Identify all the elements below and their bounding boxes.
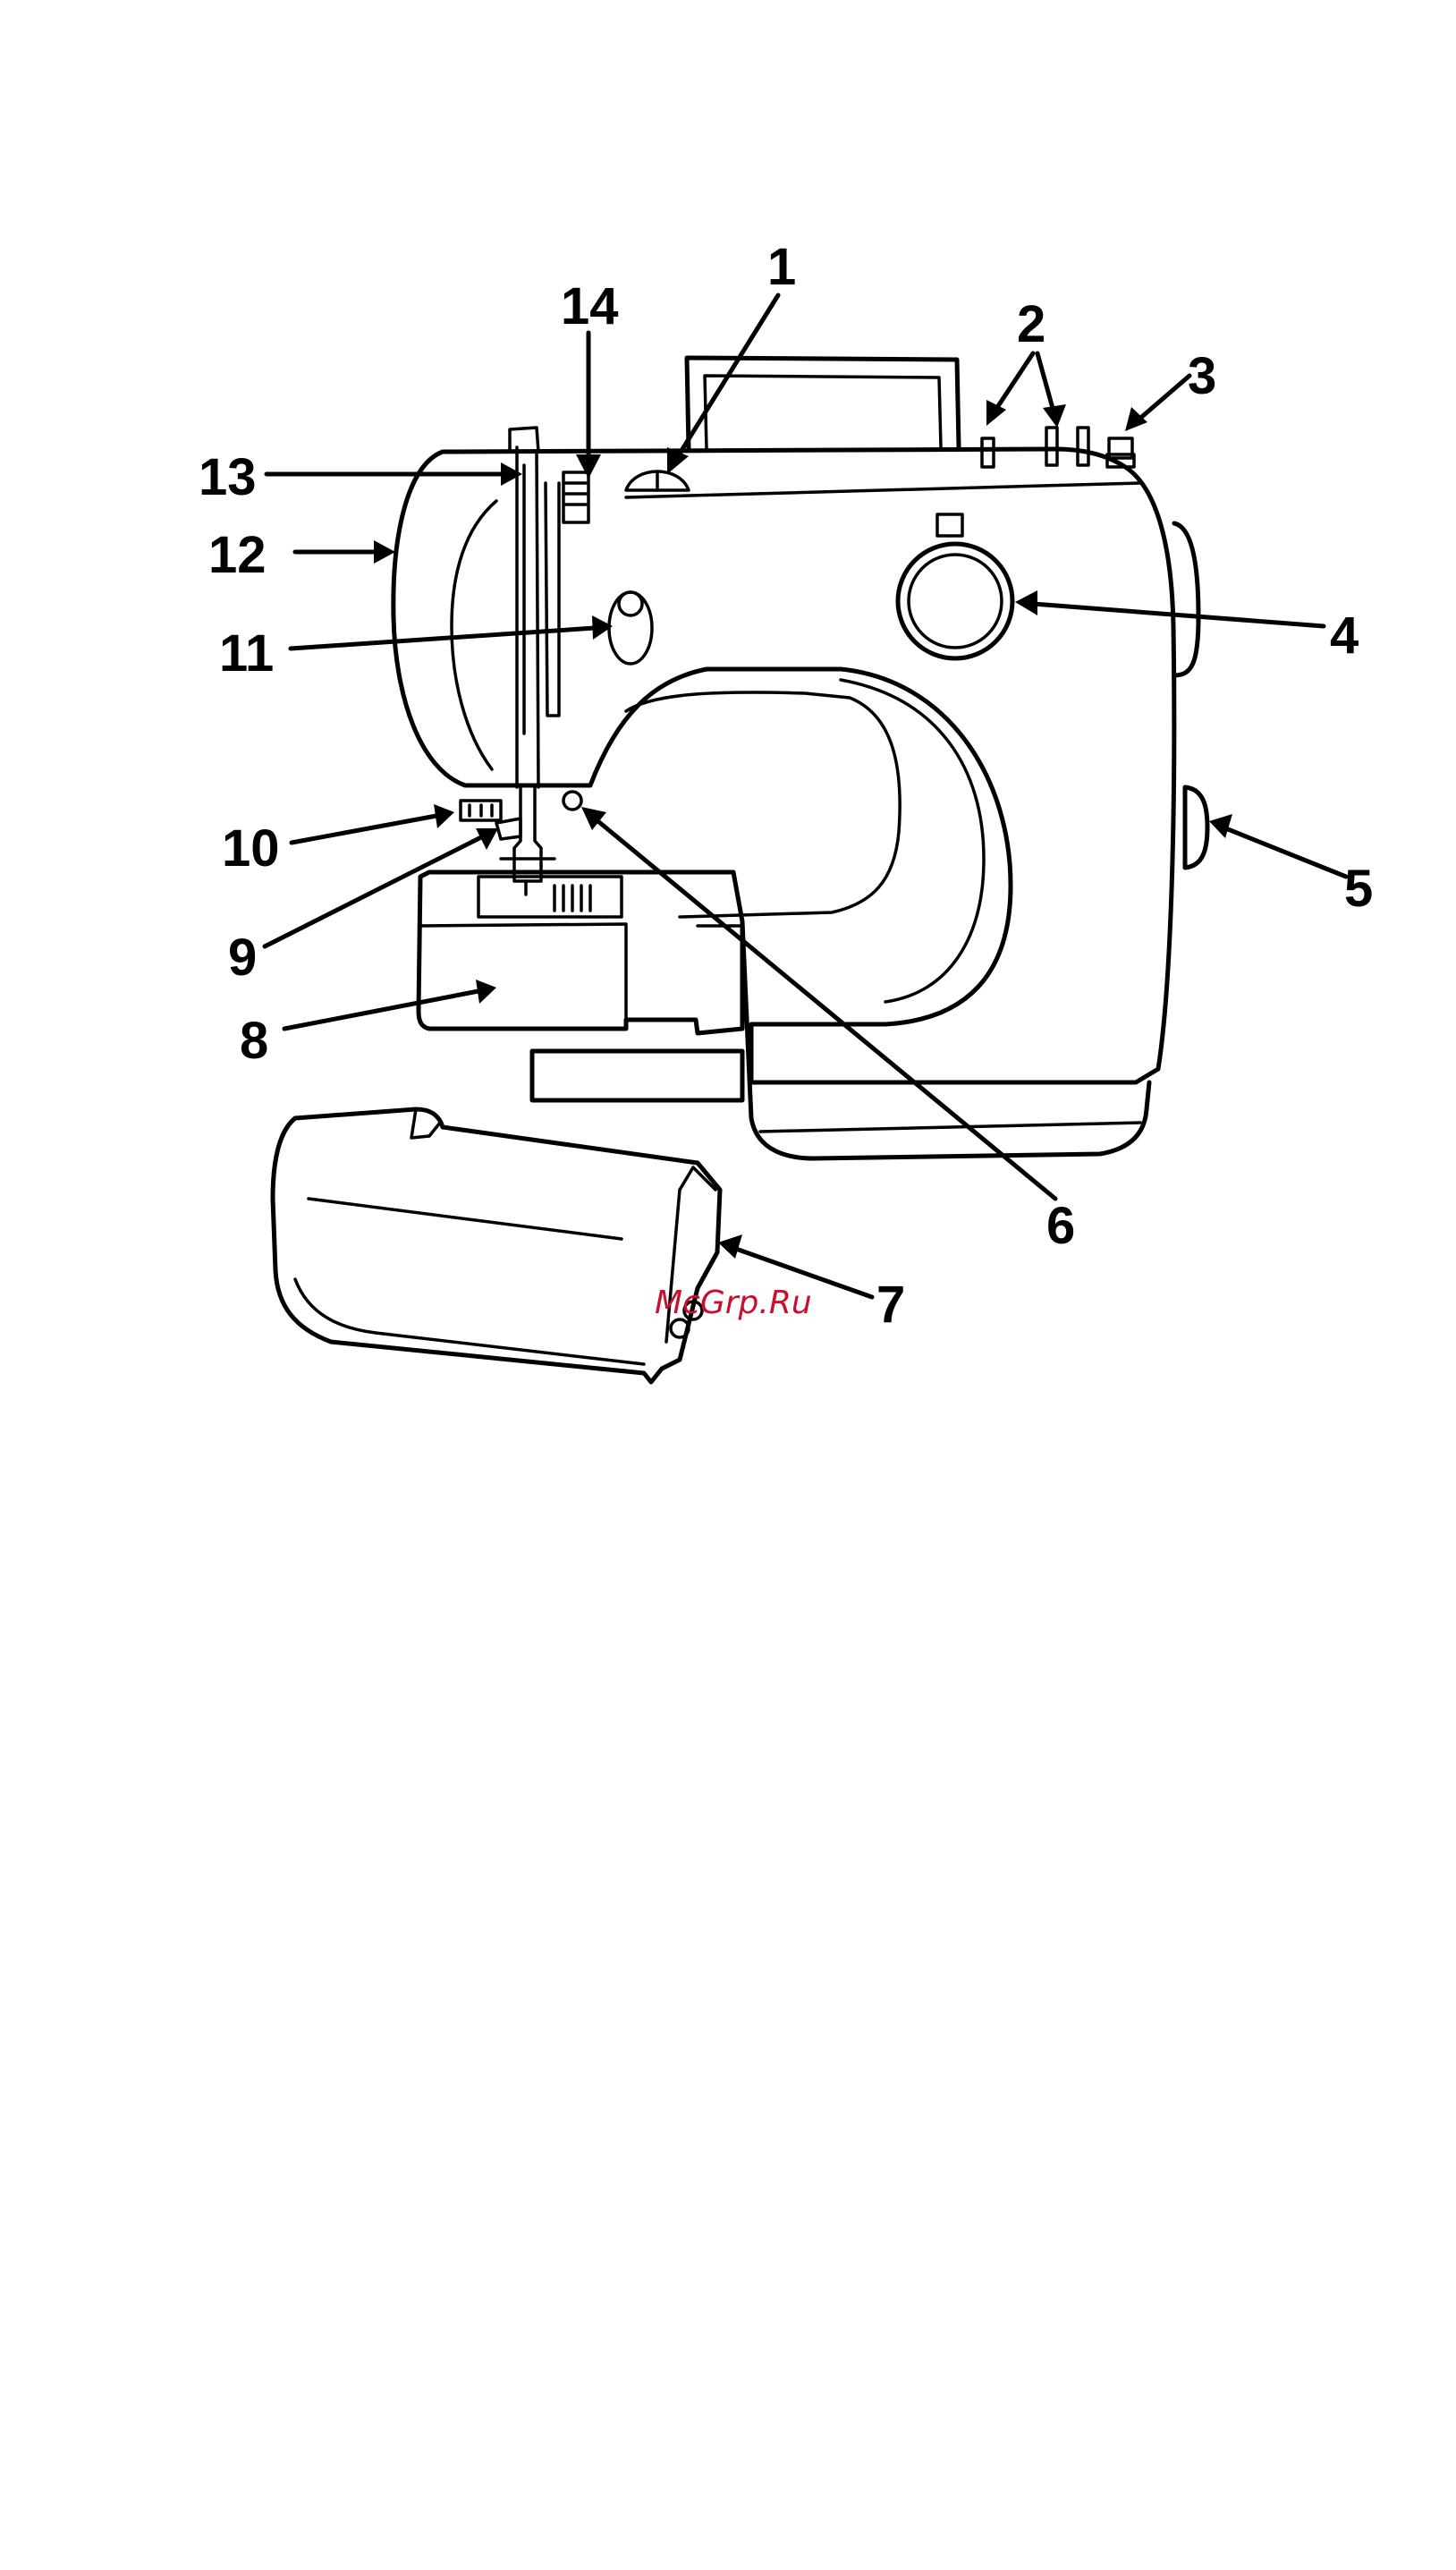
arrowhead-10	[434, 804, 454, 828]
leader-11	[291, 628, 595, 649]
callout-label-11: 11	[219, 624, 274, 683]
carry-handle	[687, 358, 959, 449]
callout-label-10: 10	[222, 819, 280, 878]
arrowhead-14	[576, 454, 601, 479]
reverse-button	[609, 592, 652, 664]
arrowhead-2a	[986, 400, 1006, 426]
callout-label-13: 13	[199, 448, 257, 506]
leader-4	[1033, 604, 1324, 626]
arrowhead-7	[718, 1234, 742, 1259]
pattern-selector-dial	[898, 514, 1012, 658]
callout-label-9: 9	[228, 929, 257, 987]
callout-label-14: 14	[561, 277, 619, 335]
leader-8	[284, 991, 478, 1029]
handwheel	[1185, 787, 1207, 868]
leader-3	[1138, 376, 1189, 420]
needle-plate	[478, 877, 622, 917]
callout-label-2: 2	[1017, 295, 1045, 353]
leader-9	[265, 836, 483, 946]
leader-2b	[1037, 353, 1054, 411]
arrowhead-4	[1015, 590, 1037, 615]
callout-label-4: 4	[1330, 606, 1359, 665]
arrowhead-12	[374, 540, 395, 564]
leader-10	[292, 816, 436, 843]
callout-label-7: 7	[876, 1276, 905, 1334]
arrowhead-2b	[1043, 404, 1066, 428]
extension-table-accessory-box	[273, 1109, 720, 1382]
arrowhead-13	[501, 462, 522, 486]
leader-5	[1223, 827, 1346, 877]
callout-label-6: 6	[1046, 1197, 1075, 1255]
arrowhead-5	[1209, 814, 1232, 838]
callout-numbers: 1 2 3 4 5 6 7 8 9 10 11 12 13 14	[199, 238, 1373, 1334]
watermark: McGrp.Ru	[655, 1285, 812, 1321]
arm-opening	[626, 692, 900, 917]
callout-label-3: 3	[1188, 347, 1216, 405]
callout-label-1: 1	[767, 238, 796, 296]
leader-1	[675, 295, 778, 461]
leader-2a	[995, 353, 1033, 411]
arrowhead-8	[476, 980, 496, 1004]
thread-tension-dial	[563, 472, 588, 522]
leader-6	[595, 818, 1055, 1199]
callout-label-12: 12	[208, 526, 267, 584]
arrowhead-3	[1125, 407, 1147, 431]
machine-body-outline	[394, 449, 1174, 1082]
callout-label-5: 5	[1344, 860, 1373, 918]
callout-label-8: 8	[240, 1012, 268, 1070]
